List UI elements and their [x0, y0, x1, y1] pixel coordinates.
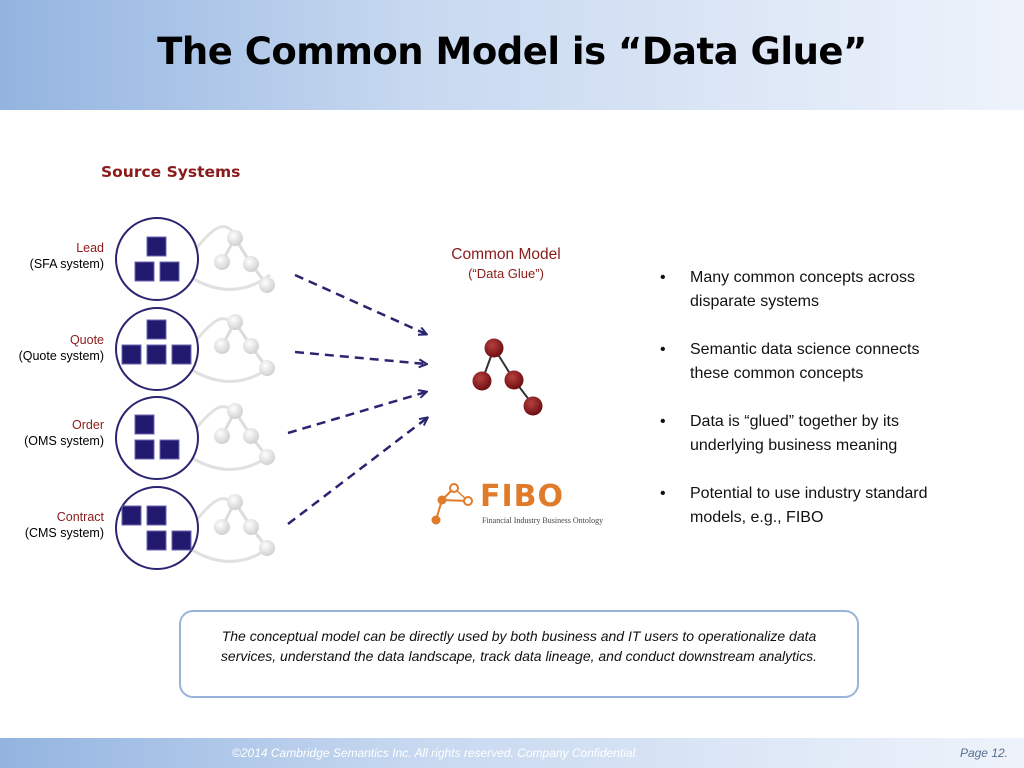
arrow-contract-to-model	[287, 418, 427, 525]
source-name: Quote	[69, 333, 104, 347]
callout-text: The conceptual model can be directly use…	[220, 628, 818, 664]
source-circle-contract	[115, 486, 199, 570]
arrow-lead-to-model	[294, 273, 426, 334]
common-model-subtitle: (“Data Glue”)	[468, 266, 544, 281]
source-circle-lead	[115, 217, 199, 301]
footer-copyright: ©2014 Cambridge Semantics Inc. All right…	[232, 746, 639, 760]
fibo-wordmark: FIBO	[480, 479, 565, 514]
fibo-graph-icon	[431, 483, 473, 525]
source-label-order: Order (OMS system)	[24, 417, 104, 449]
common-model-title: Common Model	[451, 246, 561, 263]
model-node	[504, 370, 524, 390]
arrow-quote-to-model	[294, 350, 426, 364]
callout-box: The conceptual model can be directly use…	[179, 610, 859, 698]
page-number: Page 12.	[959, 746, 1008, 760]
model-node	[484, 338, 504, 358]
source-name: Lead	[76, 241, 104, 255]
source-system: (OMS system)	[24, 434, 104, 448]
source-label-lead: Lead (SFA system)	[30, 240, 104, 272]
source-system: (SFA system)	[29, 257, 104, 271]
bullet-item: Potential to use industry standard model…	[660, 482, 960, 530]
source-systems-label: Source Systems	[101, 163, 241, 181]
source-label-quote: Quote (Quote system)	[19, 332, 104, 364]
fibo-logo: FIBO Financial Industry Business Ontolog…	[428, 476, 603, 534]
model-node	[472, 371, 492, 391]
source-name: Order	[72, 418, 104, 432]
arrow-order-to-model	[287, 392, 426, 435]
bullet-item: Data is “glued” together by its underlyi…	[660, 410, 960, 458]
source-circle-quote	[115, 307, 199, 391]
source-system: (Quote system)	[18, 349, 104, 363]
bullet-item: Semantic data science connects these com…	[660, 338, 960, 386]
bullet-list: Many common concepts across disparate sy…	[660, 266, 960, 554]
source-circle-order	[115, 396, 199, 480]
fibo-subtitle: Financial Industry Business Ontology	[482, 516, 604, 525]
common-model-tree	[472, 338, 543, 416]
bullet-item: Many common concepts across disparate sy…	[660, 266, 960, 314]
source-name: Contract	[56, 510, 104, 524]
footer-bar	[0, 738, 1024, 768]
source-label-contract: Contract (CMS system)	[25, 509, 104, 541]
model-node	[523, 396, 543, 416]
page-title: The Common Model is “Data Glue”	[157, 30, 867, 73]
title-bar	[0, 0, 1024, 110]
source-system: (CMS system)	[24, 526, 104, 540]
